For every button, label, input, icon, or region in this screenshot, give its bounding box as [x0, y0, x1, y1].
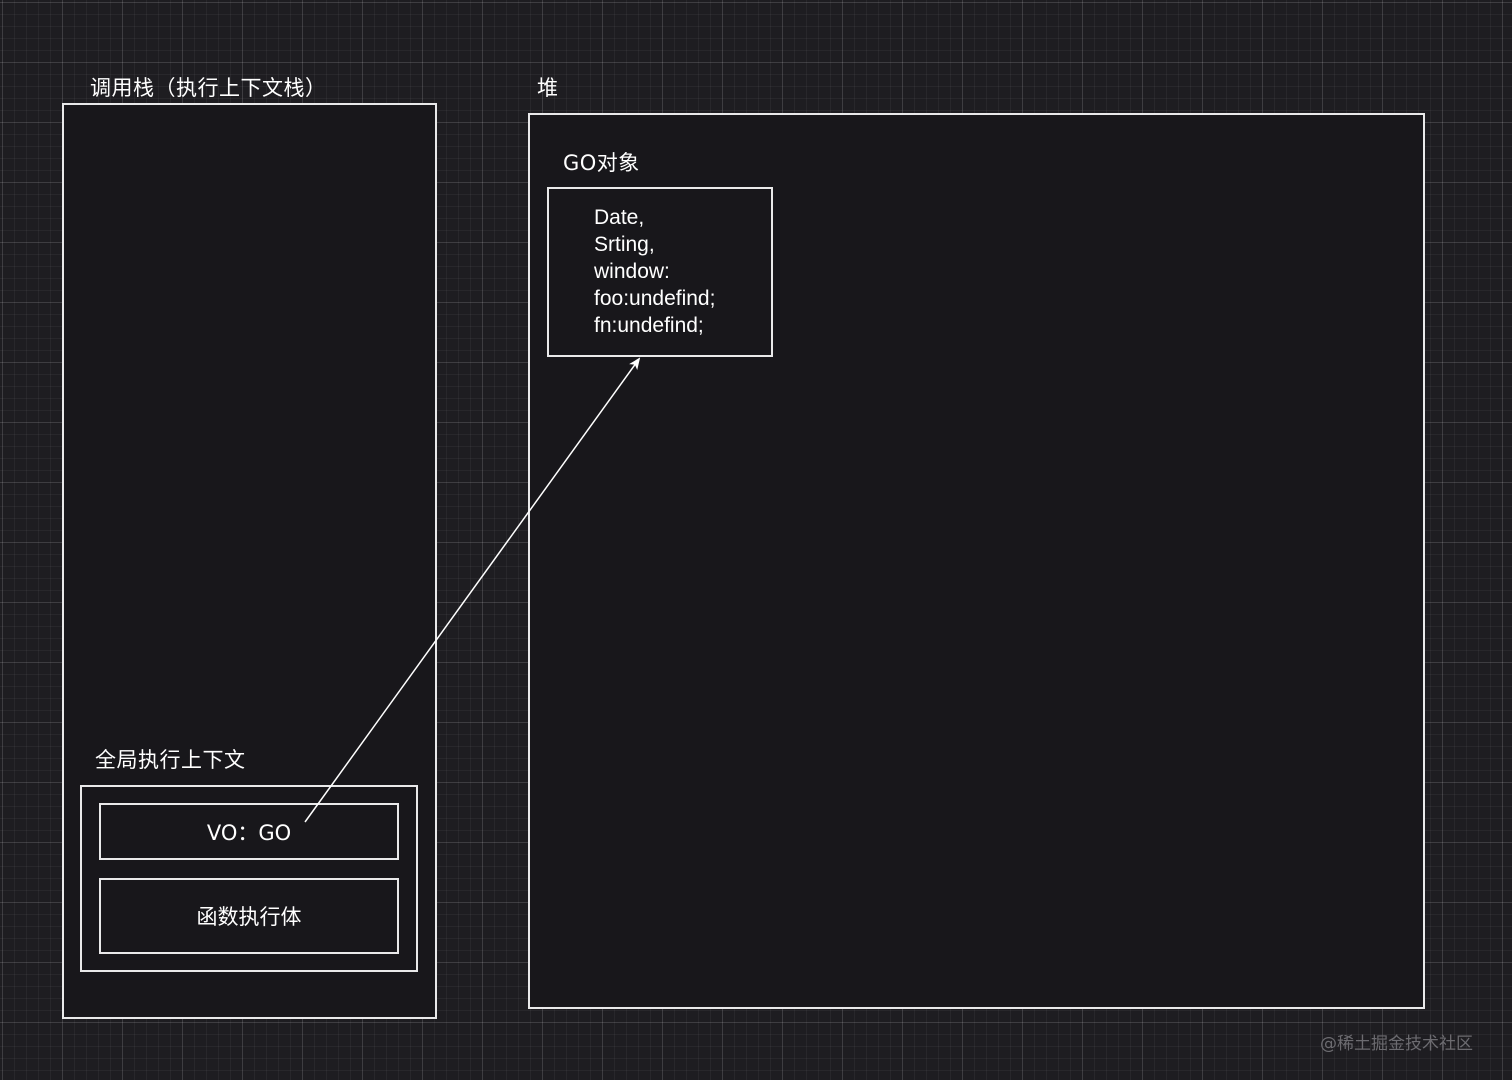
function-body-box: 函数执行体 [99, 878, 399, 954]
call-stack-title: 调用栈（执行上下文栈） [90, 76, 327, 100]
go-property-foo: foo:undefind; [594, 287, 716, 310]
go-object-title: GO对象 [563, 151, 640, 175]
go-property-string: Srting, [594, 233, 655, 256]
heap-title: 堆 [537, 76, 559, 100]
global-context-title: 全局执行上下文 [95, 748, 246, 772]
go-property-date: Date, [594, 206, 645, 229]
go-object-properties: Date, Srting, window: foo:undefind; fn:u… [594, 204, 715, 339]
vo-go-label: VO：GO [206, 820, 292, 845]
go-property-fn: fn:undefind; [594, 314, 704, 337]
vo-go-box: VO：GO [99, 803, 399, 860]
watermark-text: @稀土掘金技术社区 [1320, 1034, 1473, 1054]
go-property-window: window: [594, 260, 670, 283]
function-body-label: 函数执行体 [196, 905, 302, 929]
go-object-box [547, 187, 773, 357]
